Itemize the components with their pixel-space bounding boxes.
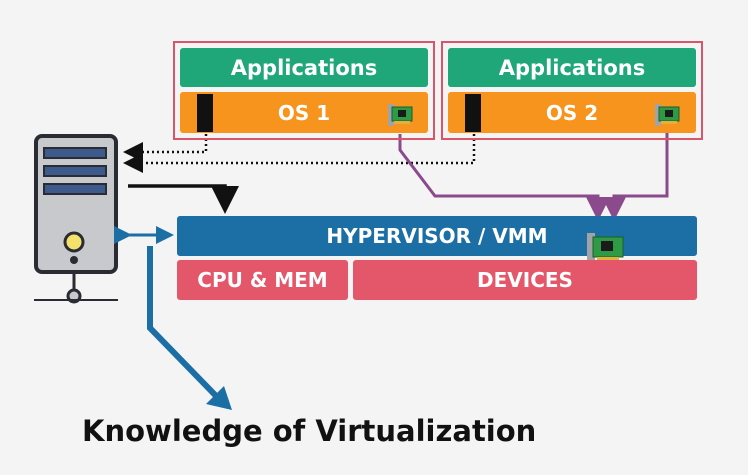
vm1-os-marker (197, 94, 213, 132)
cpu-mem-label: CPU & MEM (197, 268, 328, 292)
vm1-frame (173, 41, 435, 140)
network-card-icon (386, 104, 414, 126)
vm1-os-bar: OS 1 (180, 92, 428, 133)
vm2-applications-bar: Applications (448, 48, 696, 87)
network-card-icon (585, 233, 625, 263)
vm2-frame (441, 41, 703, 140)
devices-label: DEVICES (477, 268, 573, 292)
server-tower-icon (34, 134, 118, 312)
os1-device-path (398, 134, 610, 221)
caption: Knowledge of Virtualization (82, 414, 537, 448)
vm2-os-marker (465, 94, 481, 132)
devices-bar: DEVICES (353, 260, 697, 300)
cpu-mem-bar: CPU & MEM (177, 260, 348, 300)
os2-device-path (602, 124, 669, 221)
hypervisor-bar: HYPERVISOR / VMM (177, 216, 697, 256)
vm1-applications-bar: Applications (180, 48, 428, 87)
vm2-os-bar: OS 2 (448, 92, 696, 133)
vm2-os-label: OS 2 (545, 100, 599, 125)
vm1-os-label: OS 1 (277, 100, 331, 125)
network-card-icon (653, 104, 681, 126)
hypervisor-label: HYPERVISOR / VMM (326, 224, 548, 248)
vm2-applications-label: Applications (498, 55, 646, 80)
server-to-hypervisor-arrow (128, 184, 239, 214)
vm1-applications-label: Applications (230, 55, 378, 80)
caption-arrow (147, 246, 223, 403)
os1-dotted-arrow (123, 134, 208, 162)
